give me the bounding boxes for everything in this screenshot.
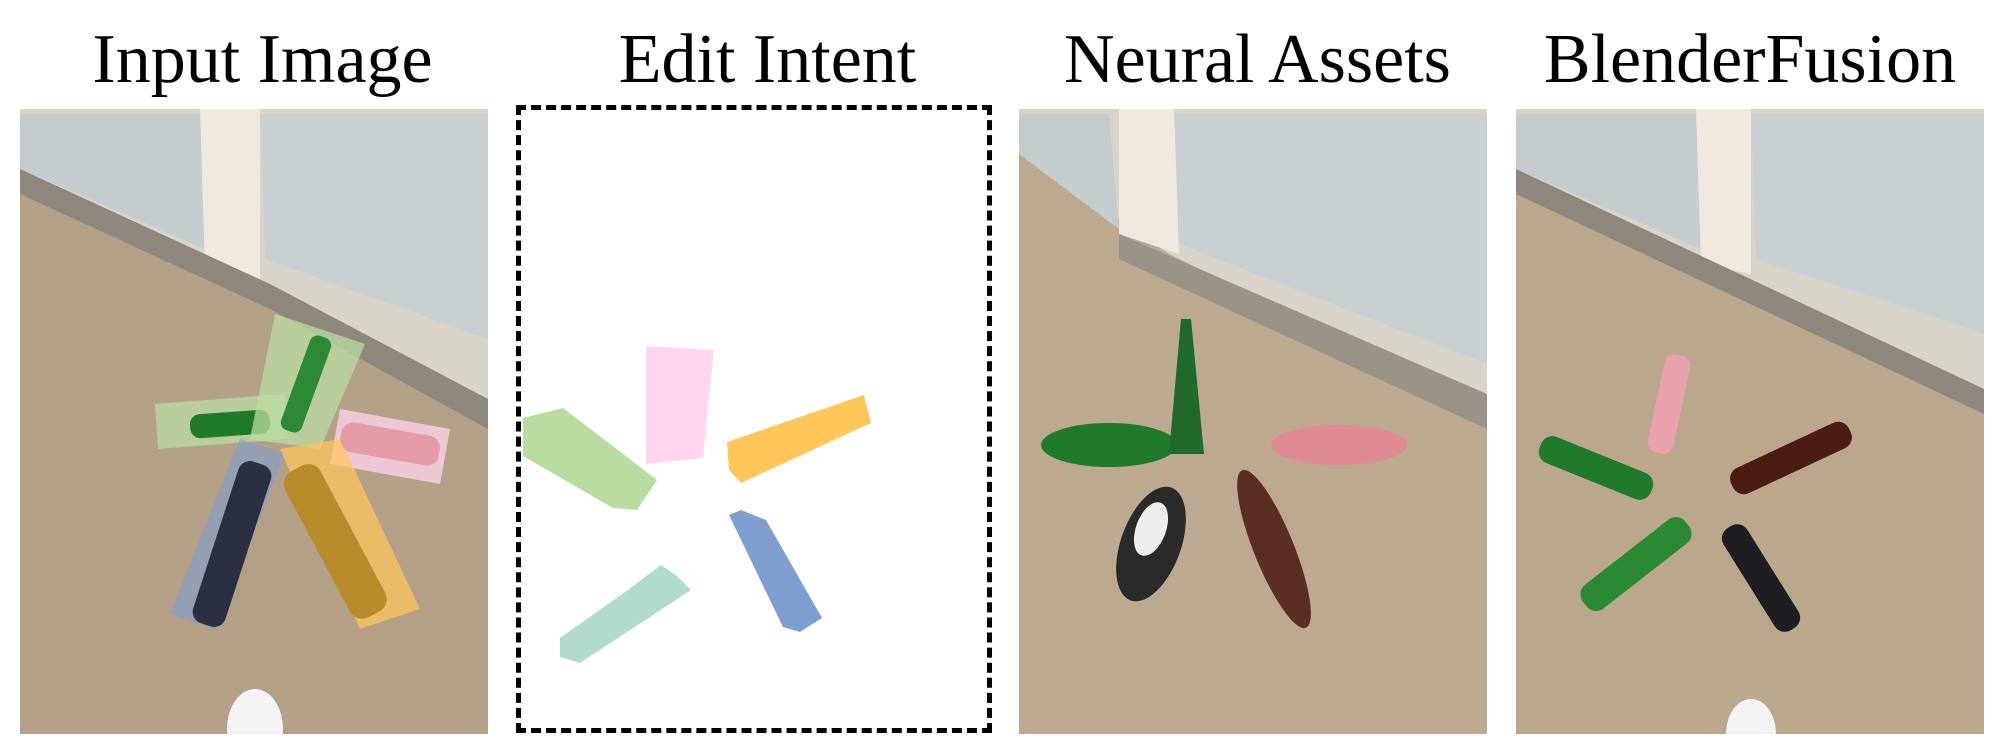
bottle-pink (330, 409, 450, 484)
object-green-bottle (1169, 319, 1204, 454)
neural-assets-image (1019, 109, 1487, 734)
bottle-amber (280, 439, 420, 629)
panel-title-input-image: Input Image (92, 21, 433, 98)
panel-title-neural-assets: Neural Assets (1064, 21, 1451, 98)
bottle-pink-upright (1647, 354, 1691, 454)
edit-intent-canvas (516, 105, 992, 733)
object-green-shoe (1041, 423, 1177, 467)
panel-title-edit-intent: Edit Intent (618, 21, 917, 98)
intent-mask-blue (729, 510, 822, 632)
intent-mask-green (523, 408, 657, 510)
bottle-green-bottom (1580, 517, 1692, 611)
bottle-dark (170, 439, 285, 629)
input-image (20, 109, 488, 734)
bottle-green-2 (250, 314, 365, 449)
intent-mask-orange (727, 395, 871, 483)
bottle-wine (1721, 524, 1801, 632)
intent-mask-pink (646, 346, 714, 464)
object-brown-shoe (1237, 469, 1311, 629)
blenderfusion-image (1516, 109, 1984, 734)
bottle-green-left (1538, 436, 1654, 500)
intent-mask-teal (560, 565, 691, 663)
object-pink-shoe (1271, 425, 1407, 465)
panel-title-blenderfusion: BlenderFusion (1543, 21, 1957, 98)
bottle-brown (1730, 421, 1852, 495)
